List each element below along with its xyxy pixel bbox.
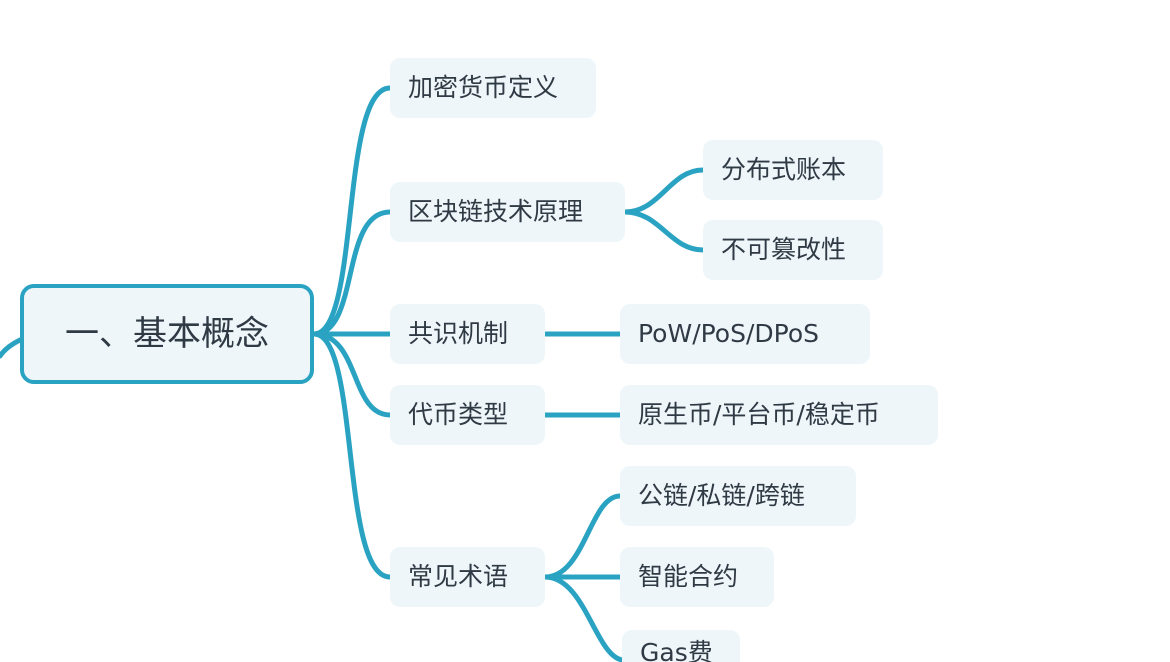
connector-b1-c0	[622, 167, 706, 215]
branch-node-definition[interactable]: 加密货币定义	[390, 58, 596, 118]
root-node[interactable]: 一、基本概念	[20, 284, 314, 384]
branch-node-consensus[interactable]: 共识机制	[390, 304, 545, 364]
connector-b4-c0	[542, 493, 623, 580]
connector-root-b0	[311, 85, 393, 337]
branch-node-token-types[interactable]: 代币类型	[390, 385, 545, 445]
leaf-node-pow-pos-dpos[interactable]: PoW/PoS/DPoS	[620, 304, 870, 364]
leaf-node-chain-types[interactable]: 公链/私链/跨链	[620, 466, 856, 526]
connector-root-b1	[311, 209, 393, 337]
connector-b1-c1	[622, 209, 706, 253]
connector-root-b4	[311, 331, 393, 580]
leaf-node-distributed-ledger[interactable]: 分布式账本	[703, 140, 883, 200]
branch-node-blockchain[interactable]: 区块链技术原理	[390, 182, 625, 242]
leaf-node-coin-types[interactable]: 原生币/平台币/稳定币	[620, 385, 938, 445]
leaf-node-immutability[interactable]: 不可篡改性	[703, 220, 883, 280]
connector-root-left	[0, 337, 23, 359]
branch-node-terms[interactable]: 常见术语	[390, 547, 545, 607]
leaf-node-smart-contract[interactable]: 智能合约	[620, 547, 774, 607]
leaf-node-gas-fee[interactable]: Gas费	[622, 630, 740, 662]
connector-b4-c2	[542, 574, 625, 662]
connector-root-b3	[311, 331, 393, 418]
